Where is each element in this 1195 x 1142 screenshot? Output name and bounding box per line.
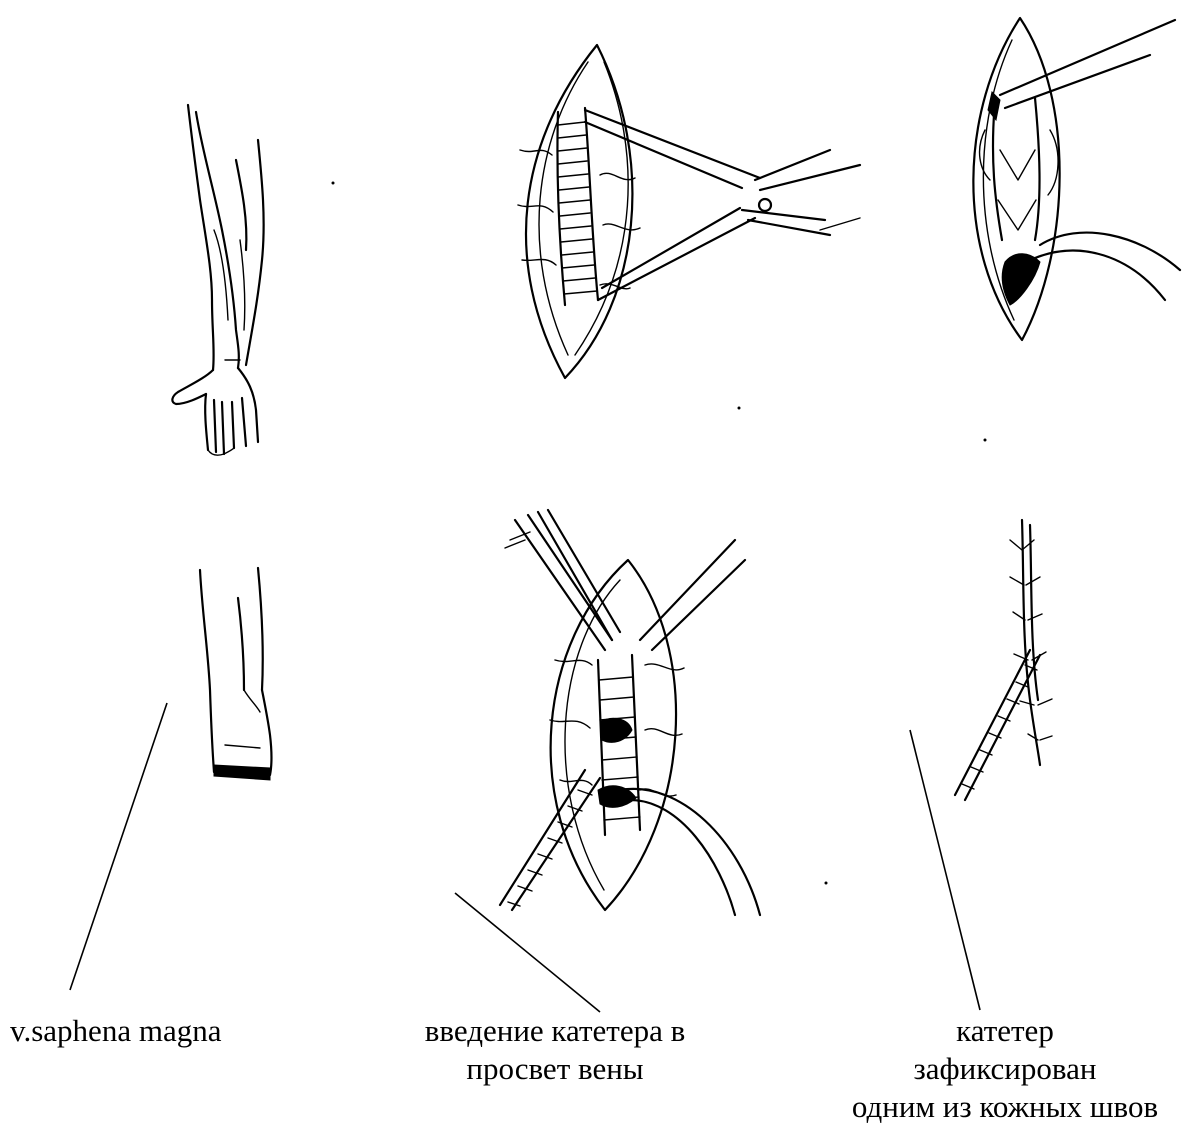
caption-insertion: введение катетера в просвет вены	[370, 1012, 740, 1088]
scan-specks	[332, 182, 987, 885]
caption-insertion-line1: введение катетера в	[370, 1012, 740, 1050]
caption-vein: v.saphena magna	[10, 1012, 221, 1050]
ligation-drawing	[973, 18, 1180, 340]
fixed-catheter-drawing	[955, 520, 1052, 800]
pointer-insertion	[455, 893, 600, 1012]
incision-retractor-drawing	[518, 45, 860, 378]
leg-drawing	[200, 568, 272, 780]
catheter-insertion-drawing	[500, 510, 760, 915]
caption-fixed-line1: катетер	[825, 1012, 1185, 1050]
caption-fixed: катетер зафиксирован одним из кожных шво…	[825, 1012, 1185, 1126]
pointer-vein	[70, 703, 167, 990]
caption-insertion-line2: просвет вены	[370, 1050, 740, 1088]
pointer-lines	[70, 703, 980, 1012]
caption-fixed-line3: одним из кожных швов	[825, 1088, 1185, 1126]
arm-drawing	[172, 105, 263, 455]
caption-fixed-line2: зафиксирован	[825, 1050, 1185, 1088]
pointer-fixed	[910, 730, 980, 1010]
